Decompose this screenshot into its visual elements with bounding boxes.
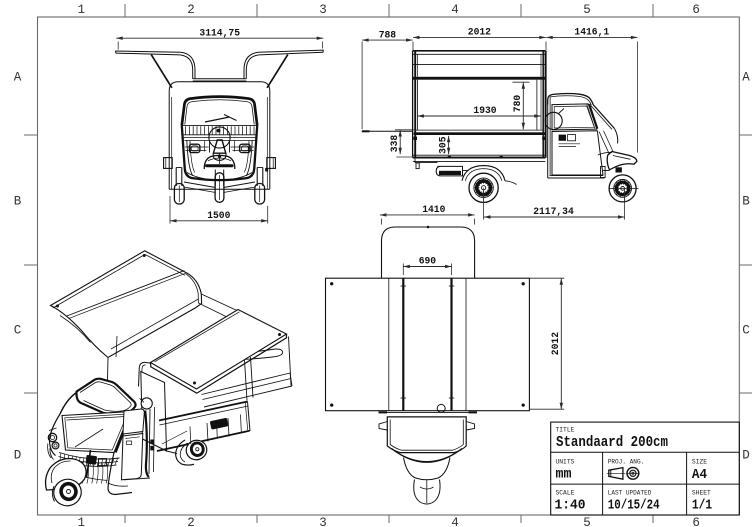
- svg-text:5: 5: [583, 3, 591, 17]
- svg-text:TITLE: TITLE: [556, 427, 575, 434]
- svg-text:3114,75: 3114,75: [199, 27, 240, 39]
- svg-text:B: B: [742, 195, 750, 209]
- svg-text:338: 338: [389, 135, 401, 152]
- svg-text:UNITS: UNITS: [556, 458, 575, 465]
- svg-text:780: 780: [512, 95, 524, 112]
- svg-text:1: 1: [77, 516, 85, 527]
- svg-text:305: 305: [437, 137, 449, 154]
- svg-text:2117,34: 2117,34: [533, 206, 574, 218]
- svg-text:1: 1: [77, 3, 85, 17]
- svg-text:2: 2: [187, 516, 195, 527]
- svg-text:6: 6: [692, 3, 700, 17]
- svg-text:3: 3: [319, 3, 327, 17]
- svg-text:6: 6: [692, 516, 700, 527]
- svg-text:A: A: [742, 71, 750, 85]
- svg-text:10/15/24: 10/15/24: [608, 498, 660, 514]
- svg-text:1930: 1930: [473, 105, 496, 117]
- svg-text:1/1: 1/1: [692, 498, 712, 514]
- svg-text:4: 4: [451, 3, 459, 17]
- svg-text:D: D: [14, 449, 22, 463]
- svg-text:2: 2: [187, 3, 195, 17]
- svg-text:1:40: 1:40: [555, 498, 586, 514]
- svg-text:C: C: [742, 324, 750, 338]
- svg-text:2012: 2012: [550, 332, 562, 355]
- svg-text:mm: mm: [556, 467, 572, 483]
- svg-text:3: 3: [319, 516, 327, 527]
- svg-text:4: 4: [451, 516, 459, 527]
- svg-text:2012: 2012: [468, 27, 491, 39]
- svg-text:A4: A4: [692, 467, 707, 483]
- svg-text:788: 788: [379, 29, 396, 41]
- svg-text:1410: 1410: [422, 204, 445, 216]
- svg-text:SHEET: SHEET: [692, 490, 711, 497]
- svg-text:5: 5: [583, 516, 591, 527]
- svg-text:A: A: [14, 71, 22, 85]
- svg-text:C: C: [14, 324, 22, 338]
- svg-text:Standaard 200cm: Standaard 200cm: [556, 435, 668, 451]
- svg-text:LAST UPDATED: LAST UPDATED: [608, 490, 652, 497]
- svg-text:1500: 1500: [207, 210, 230, 222]
- svg-text:SCALE: SCALE: [556, 490, 575, 497]
- svg-text:1416,1: 1416,1: [574, 27, 609, 39]
- svg-text:PROJ. ANG.: PROJ. ANG.: [608, 458, 645, 465]
- svg-text:B: B: [14, 195, 22, 209]
- svg-text:SIZE: SIZE: [692, 458, 707, 465]
- svg-text:690: 690: [419, 256, 436, 268]
- svg-text:D: D: [742, 449, 750, 463]
